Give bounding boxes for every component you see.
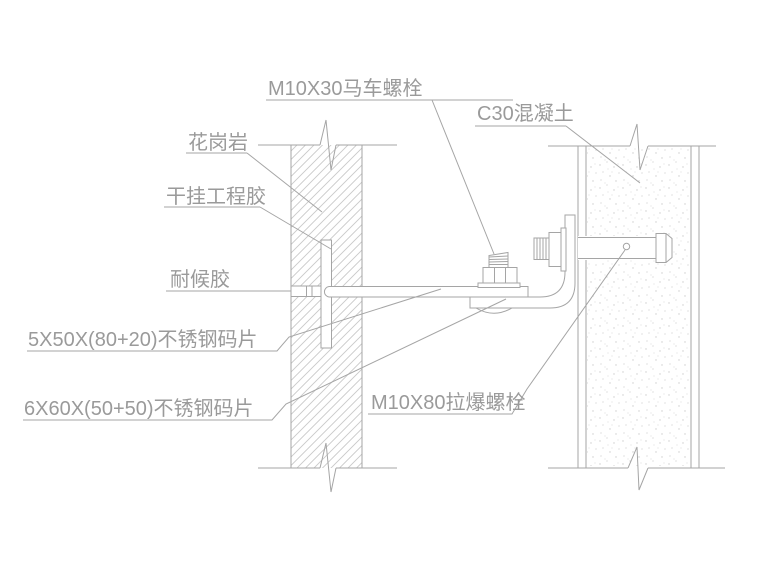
bolt-washer bbox=[477, 282, 521, 288]
label-flat-plate: 5X50X(80+20)不锈钢码片 bbox=[28, 328, 258, 351]
carriage-bolt bbox=[477, 251, 521, 288]
sleeve-mask bbox=[578, 236, 656, 260]
bolt-nut bbox=[482, 267, 518, 284]
expansion-bolt-thread-end bbox=[533, 237, 550, 260]
leader-adhesive bbox=[164, 206, 332, 250]
bolt-stud bbox=[488, 251, 509, 268]
leader-terminal-dot bbox=[622, 242, 631, 251]
bolt-nut-facets bbox=[494, 267, 506, 283]
label-angle-plate: 6X60X(50+50)不锈钢码片 bbox=[24, 397, 254, 420]
bolt-stud-threads bbox=[488, 255, 509, 265]
leader-granite bbox=[186, 152, 323, 213]
leader-angle-plate bbox=[23, 298, 507, 421]
anchor-tip-lines bbox=[655, 233, 667, 263]
sealant-bead bbox=[306, 286, 313, 297]
label-sealant: 耐候胶 bbox=[170, 268, 230, 291]
label-concrete: C30混凝土 bbox=[477, 102, 574, 125]
anchor-expansion-tip bbox=[655, 233, 673, 263]
label-granite: 花岗岩 bbox=[188, 131, 248, 154]
expansion-anchor-sleeve bbox=[578, 233, 673, 263]
expansion-bolt-threads bbox=[536, 238, 547, 260]
label-expansion-bolt: M10X80拉爆螺栓 bbox=[371, 391, 526, 414]
concrete-stipple bbox=[587, 148, 690, 466]
leader-expansion-bolt bbox=[368, 249, 626, 415]
break-symbol-wall-bottom bbox=[627, 446, 649, 491]
expansion-bolt-washer bbox=[560, 227, 567, 272]
angle-bracket-body bbox=[469, 214, 576, 309]
expansion-bolt-nut bbox=[548, 232, 562, 267]
wall-faces bbox=[577, 146, 700, 468]
annotations: M10X30马车螺栓 C30混凝土 花岗岩 干挂工程胶 耐候胶 5X50X(80… bbox=[24, 77, 574, 420]
label-carriage-bolt: M10X30马车螺栓 bbox=[268, 77, 423, 100]
angle-bracket bbox=[469, 214, 576, 309]
leader-lines bbox=[23, 99, 641, 421]
break-symbol-stone-bottom bbox=[319, 442, 337, 493]
leader-concrete bbox=[475, 125, 641, 184]
leader-carriage-bolt bbox=[266, 99, 513, 255]
sleeve-body bbox=[578, 237, 656, 259]
concrete-wall bbox=[548, 123, 725, 491]
flat-plate-body bbox=[323, 286, 529, 298]
leader-flat-plate bbox=[27, 288, 442, 352]
break-symbol-wall-top bbox=[629, 123, 649, 171]
carriage-bolt-dome-head bbox=[475, 307, 513, 314]
granite-panel bbox=[258, 119, 397, 493]
granite-faces bbox=[290, 145, 363, 468]
flat-plate bbox=[323, 286, 529, 298]
break-symbol-stone-top bbox=[319, 119, 337, 171]
label-adhesive: 干挂工程胶 bbox=[166, 185, 266, 208]
expansion-bolt bbox=[533, 227, 567, 272]
